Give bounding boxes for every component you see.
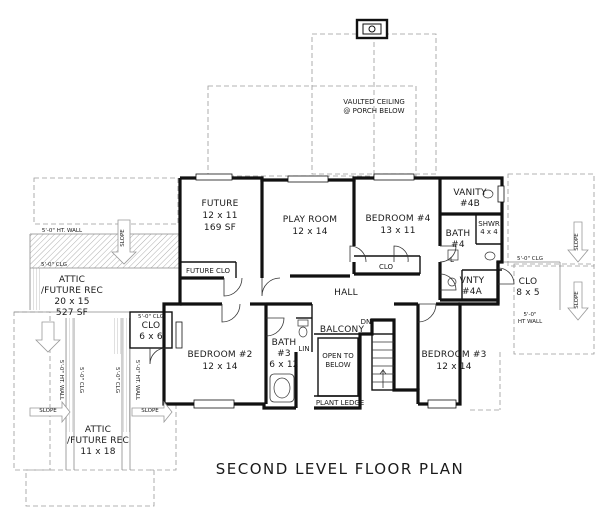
attic-clg-note: 5'-0" CLG [41, 262, 67, 268]
svg-text:BEDROOM #4: BEDROOM #4 [365, 214, 430, 224]
porch-below-label: @ PORCH BELOW [343, 107, 404, 115]
open-to-below: OPEN TO BELOW [322, 352, 354, 369]
windows [175, 173, 505, 409]
right-ht-wall-note: 5'-0" HT WALL [518, 312, 543, 325]
future-clo-label: FUTURE CLO [186, 267, 231, 275]
room-clo-right: CLO 8 x 5 [516, 277, 540, 298]
svg-text:6 x 6: 6 x 6 [139, 332, 163, 342]
room-bath-3: BATH #3 6 x 12 [269, 338, 298, 370]
svg-text:20 x 15: 20 x 15 [54, 297, 89, 307]
door-swings [149, 245, 515, 365]
bed4-clo-label: CLO [379, 263, 394, 271]
svg-text:#4A: #4A [462, 287, 483, 297]
balcony-label: BALCONY [320, 325, 365, 335]
svg-text:#4: #4 [451, 240, 465, 250]
svg-text:8 x 5: 8 x 5 [516, 288, 540, 298]
svg-text:VNTY: VNTY [460, 276, 485, 286]
svg-text:CLO: CLO [142, 321, 161, 331]
room-future: FUTURE 12 x 11 169 SF [202, 199, 239, 233]
room-bedroom-3: BEDROOM #3 12 x 14 [421, 350, 486, 372]
svg-text:OPEN TO: OPEN TO [322, 352, 354, 360]
walls [129, 176, 504, 410]
svg-text:12 x 14: 12 x 14 [292, 227, 327, 237]
hall-label: HALL [334, 288, 358, 298]
room-bath-4: BATH #4 [446, 229, 471, 250]
svg-text:PLAY ROOM: PLAY ROOM [283, 215, 337, 225]
svg-text:BEDROOM #2: BEDROOM #2 [187, 350, 252, 360]
chimney-icon [355, 18, 389, 40]
slope-label: SLOPE [574, 291, 580, 309]
svg-text:12 x 11: 12 x 11 [202, 211, 237, 221]
svg-text:FUTURE: FUTURE [202, 199, 239, 209]
room-bedroom-2: BEDROOM #2 12 x 14 [187, 350, 252, 372]
svg-text:HT WALL: HT WALL [518, 319, 543, 325]
slope-label: SLOPE [39, 408, 57, 414]
svg-text:#4B: #4B [460, 199, 480, 209]
room-clo-left: CLO 6 x 6 [139, 321, 163, 342]
svg-text:169 SF: 169 SF [204, 223, 236, 233]
room-vnty-4a: VNTY #4A [460, 276, 485, 297]
vertical-clg-note: 5'-0" CLG [114, 367, 120, 393]
svg-text:BATH: BATH [446, 229, 471, 239]
svg-text:CLO: CLO [519, 277, 538, 287]
slope-arrows [29, 219, 589, 424]
svg-text:527 SF: 527 SF [56, 308, 88, 318]
linen-l-label: L [450, 256, 454, 264]
ht-wall-note: 5'-0" HT. WALL [42, 228, 83, 234]
room-shwr: SHWR 4 x 4 [478, 220, 500, 236]
slope-label: SLOPE [120, 229, 126, 247]
svg-text:VANITY: VANITY [453, 188, 487, 198]
clo-clg-note: 5'-0" CLG [517, 256, 543, 262]
bath-fixtures [269, 189, 496, 403]
slope-label: SLOPE [141, 408, 159, 414]
stair-down-label: DN [361, 318, 372, 326]
svg-text:#3: #3 [277, 349, 291, 359]
svg-text:SHWR: SHWR [478, 220, 500, 228]
room-attic-main: ATTIC /FUTURE REC 20 x 15 527 SF [41, 275, 103, 318]
svg-text:13 x 11: 13 x 11 [380, 226, 415, 236]
stairs [371, 333, 395, 391]
svg-text:/FUTURE REC: /FUTURE REC [41, 286, 103, 296]
svg-text:12 x 14: 12 x 14 [202, 362, 237, 372]
vertical-ht-wall-note: 5'-0" HT. WALL [58, 360, 64, 401]
room-bedroom-4: BEDROOM #4 13 x 11 [365, 214, 430, 236]
vertical-clg-note: 5'-0" CLG [78, 367, 84, 393]
svg-text:4 x 4: 4 x 4 [480, 228, 498, 236]
svg-text:ATTIC: ATTIC [85, 425, 111, 435]
svg-text:BELOW: BELOW [325, 361, 350, 369]
svg-text:11 x 18: 11 x 18 [80, 447, 115, 457]
svg-text:5'-0": 5'-0" [523, 312, 536, 318]
plan-title: SECOND LEVEL FLOOR PLAN [216, 460, 465, 478]
svg-text:12 x 14: 12 x 14 [436, 362, 471, 372]
slope-label: SLOPE [574, 233, 580, 251]
svg-text:/FUTURE REC: /FUTURE REC [67, 436, 129, 446]
svg-text:BATH: BATH [272, 338, 297, 348]
linen-label: LIN [298, 345, 309, 353]
room-play-room: PLAY ROOM 12 x 14 [283, 215, 337, 237]
attic-hatching [30, 234, 180, 432]
svg-text:6 x 12: 6 x 12 [269, 360, 298, 370]
svg-text:BEDROOM #3: BEDROOM #3 [421, 350, 486, 360]
clo-left-clg-note: 5'-0" CLG [138, 314, 164, 320]
room-vanity-4b: VANITY #4B [453, 188, 487, 209]
plant-ledge-label: PLANT LEDGE [316, 399, 364, 407]
vertical-ht-wall-note: 5'-0" HT. WALL [134, 360, 140, 401]
vaulted-ceiling-label: VAULTED CEILING [343, 98, 405, 106]
room-attic-lower: ATTIC /FUTURE REC 11 x 18 [67, 425, 129, 457]
porch-note: VAULTED CEILING @ PORCH BELOW [343, 98, 405, 115]
svg-text:ATTIC: ATTIC [59, 275, 85, 285]
